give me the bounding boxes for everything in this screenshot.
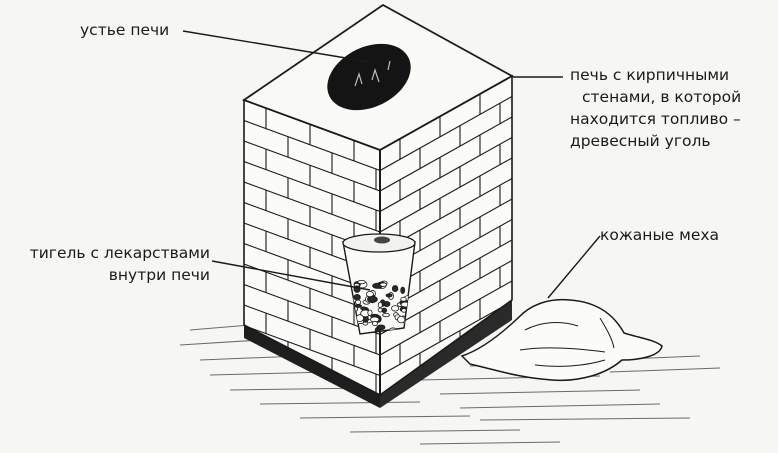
brick-line [244,119,380,172]
brick-line [244,140,380,192]
brick-line [244,304,380,356]
crucible-granule [353,294,361,301]
brick-line [244,283,380,336]
crucible-granule [382,312,390,318]
leader-crucible [211,260,371,291]
crucible-granule [367,309,373,316]
label-crucible-line-1: тигель с лекарствами [29,244,210,262]
brick-line [380,301,512,376]
brick-line [244,324,380,377]
brick-line [380,157,512,233]
label-furnace-line-4: древесный уголь [570,132,711,150]
crucible-granule [391,305,400,312]
label-furnace-line-1: печь с кирпичными [570,66,730,84]
crucible-granule [360,306,367,311]
crucible-granule [365,291,374,298]
leader-lines [182,30,601,299]
label-furnace-mouth: устье печи [80,21,170,39]
label-bellows: кожаные меха [600,226,720,244]
brick-line [380,137,512,212]
label-furnace-line-3: находится топливо – [570,110,741,128]
furnace-mouth [327,43,411,111]
brick-line [244,181,380,233]
crucible-granule [371,320,378,327]
brick-line [380,96,512,171]
crucible-granule [367,295,378,303]
label-crucible-line-2: внутри печи [108,266,210,284]
crucible [342,233,416,335]
crucible-granule [381,307,388,314]
crucible-granule [397,315,406,324]
label-crucible: тигель с лекарствами внутри печи [0,242,210,286]
leader-bellows [547,235,601,299]
crucible-granule [401,308,407,313]
crucible-granule [400,296,407,302]
brick-line [380,116,512,192]
crucible-granule [355,299,362,305]
leader-mouth [182,30,371,63]
crucible-granule [385,293,393,298]
crucible-granule [379,282,388,287]
label-furnace-line-2: стенами, в которой [582,88,742,106]
crucible-granule [400,286,406,294]
crucible-granule [376,324,386,331]
brick-line [244,160,380,213]
crucible-granule [357,279,366,285]
brick-line [380,280,512,356]
crucible-granule [391,285,399,293]
leather-bellows [460,298,663,382]
label-furnace: печь с кирпичными стенами, в которой нах… [570,64,741,152]
crucible-granule [377,301,383,309]
